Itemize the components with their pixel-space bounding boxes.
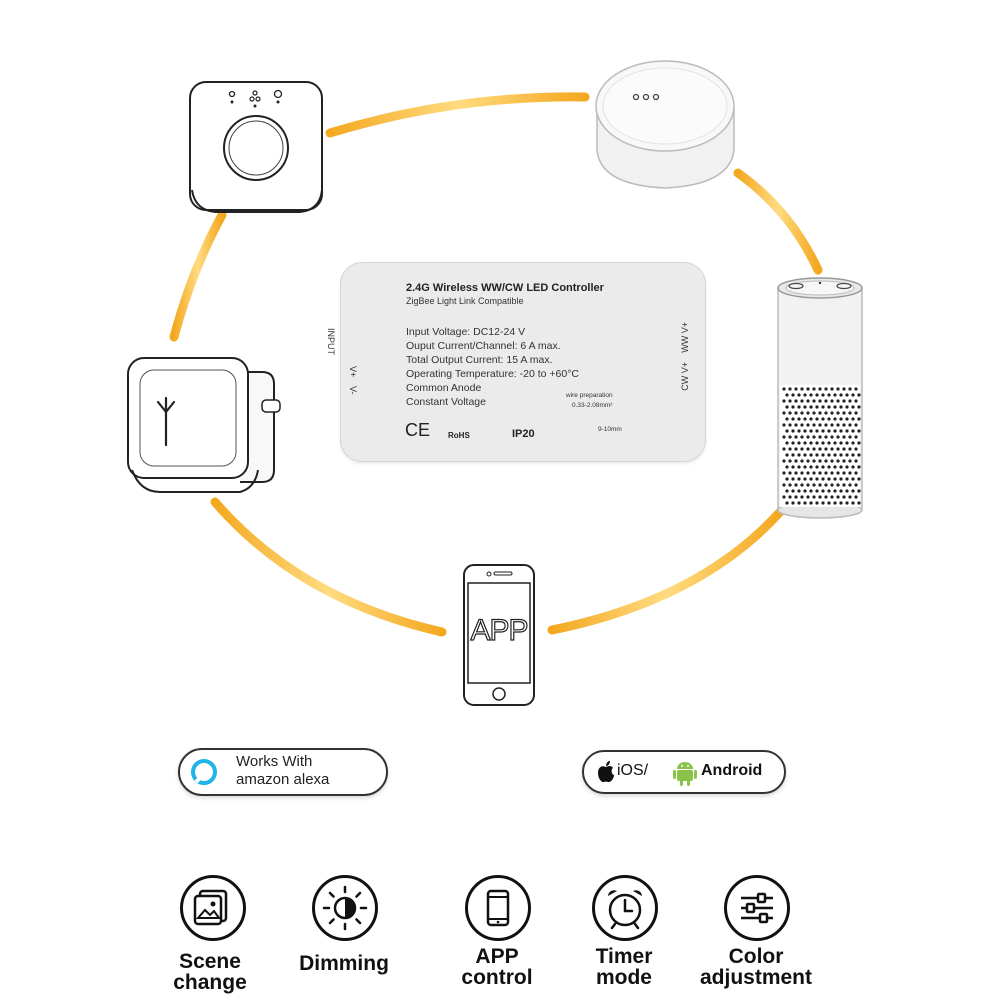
platform-badge: iOS/ Android — [582, 750, 786, 794]
spec-input-voltage: Input Voltage: DC12-24 V — [406, 326, 526, 338]
phone-app-text: APP — [470, 613, 529, 647]
spec-temperature: Operating Temperature: -20 to +60°C — [406, 368, 579, 380]
v-minus-label: V- — [348, 386, 358, 395]
arc-top — [325, 92, 590, 138]
sliders-icon — [724, 875, 790, 941]
connection-arcs — [169, 92, 823, 637]
feature-timer-line1: Timer — [595, 945, 653, 968]
feature-scene-line2: change — [173, 971, 247, 994]
wire-prep-size: 0.33-2.08mm² — [572, 402, 613, 409]
alexa-icon — [191, 759, 217, 785]
rohs-mark: RoHS — [448, 431, 470, 440]
feature-app-line1: APP — [475, 945, 519, 968]
ios-label: iOS/ — [617, 762, 649, 779]
speaker-grill — [782, 387, 861, 505]
led-controller-box — [340, 262, 706, 462]
phone-icon — [465, 875, 531, 941]
android-icon — [673, 762, 697, 786]
feature-timer-line2: mode — [595, 966, 652, 989]
feature-timer-mode — [592, 875, 658, 941]
alexa-line2: amazon alexa — [236, 771, 330, 788]
scene-icon — [180, 875, 246, 941]
smart-speaker-cylinder — [777, 277, 863, 519]
controller-subtitle: ZigBee Light Link Compatible — [406, 296, 524, 306]
arc-top-right — [733, 168, 823, 275]
hub-device — [189, 81, 323, 213]
spec-constant-voltage: Constant Voltage — [406, 396, 486, 408]
feature-color-adjustment — [724, 875, 790, 941]
apple-icon — [598, 761, 614, 783]
alexa-line1: Works With — [236, 753, 313, 770]
ww-v-label: WW V+ — [680, 322, 690, 353]
spec-total-current: Total Output Current: 15 A max. — [406, 354, 553, 366]
controller-title: 2.4G Wireless WW/CW LED Controller — [406, 282, 604, 294]
dimming-icon — [312, 875, 378, 941]
smart-plug — [127, 357, 281, 493]
smartphone — [463, 564, 535, 706]
smart-speaker-round — [595, 60, 735, 189]
feature-app-line2: control — [461, 966, 533, 989]
spec-output-current: Ouput Current/Channel: 6 A max. — [406, 340, 561, 352]
alarm-clock-icon — [592, 875, 658, 941]
v-plus-label: V+ — [348, 366, 358, 378]
feature-app-control — [465, 875, 531, 941]
feature-scene-change — [180, 875, 246, 941]
alexa-badge: Works With amazon alexa — [178, 748, 388, 796]
feature-color-line2: adjustment — [699, 966, 812, 989]
arc-bottom-left — [210, 497, 447, 637]
ce-mark: CE — [405, 420, 431, 440]
spec-common-anode: Common Anode — [406, 382, 482, 394]
android-label: Android — [701, 762, 763, 779]
feature-scene-line1: Scene — [179, 950, 241, 973]
feature-dimming — [312, 875, 378, 941]
input-label: INPUT — [326, 328, 336, 355]
wire-prep-title: wire preparation — [566, 392, 613, 399]
ip-rating: IP20 — [512, 428, 535, 440]
feature-color-line1: Color — [728, 945, 784, 968]
arc-top-left — [169, 210, 227, 342]
arc-bottom-right — [547, 507, 785, 635]
wire-prep-length: 9-10mm — [598, 426, 622, 433]
feature-dimming-line1: Dimming — [299, 952, 389, 975]
cw-v-label: CW V+ — [680, 362, 690, 391]
